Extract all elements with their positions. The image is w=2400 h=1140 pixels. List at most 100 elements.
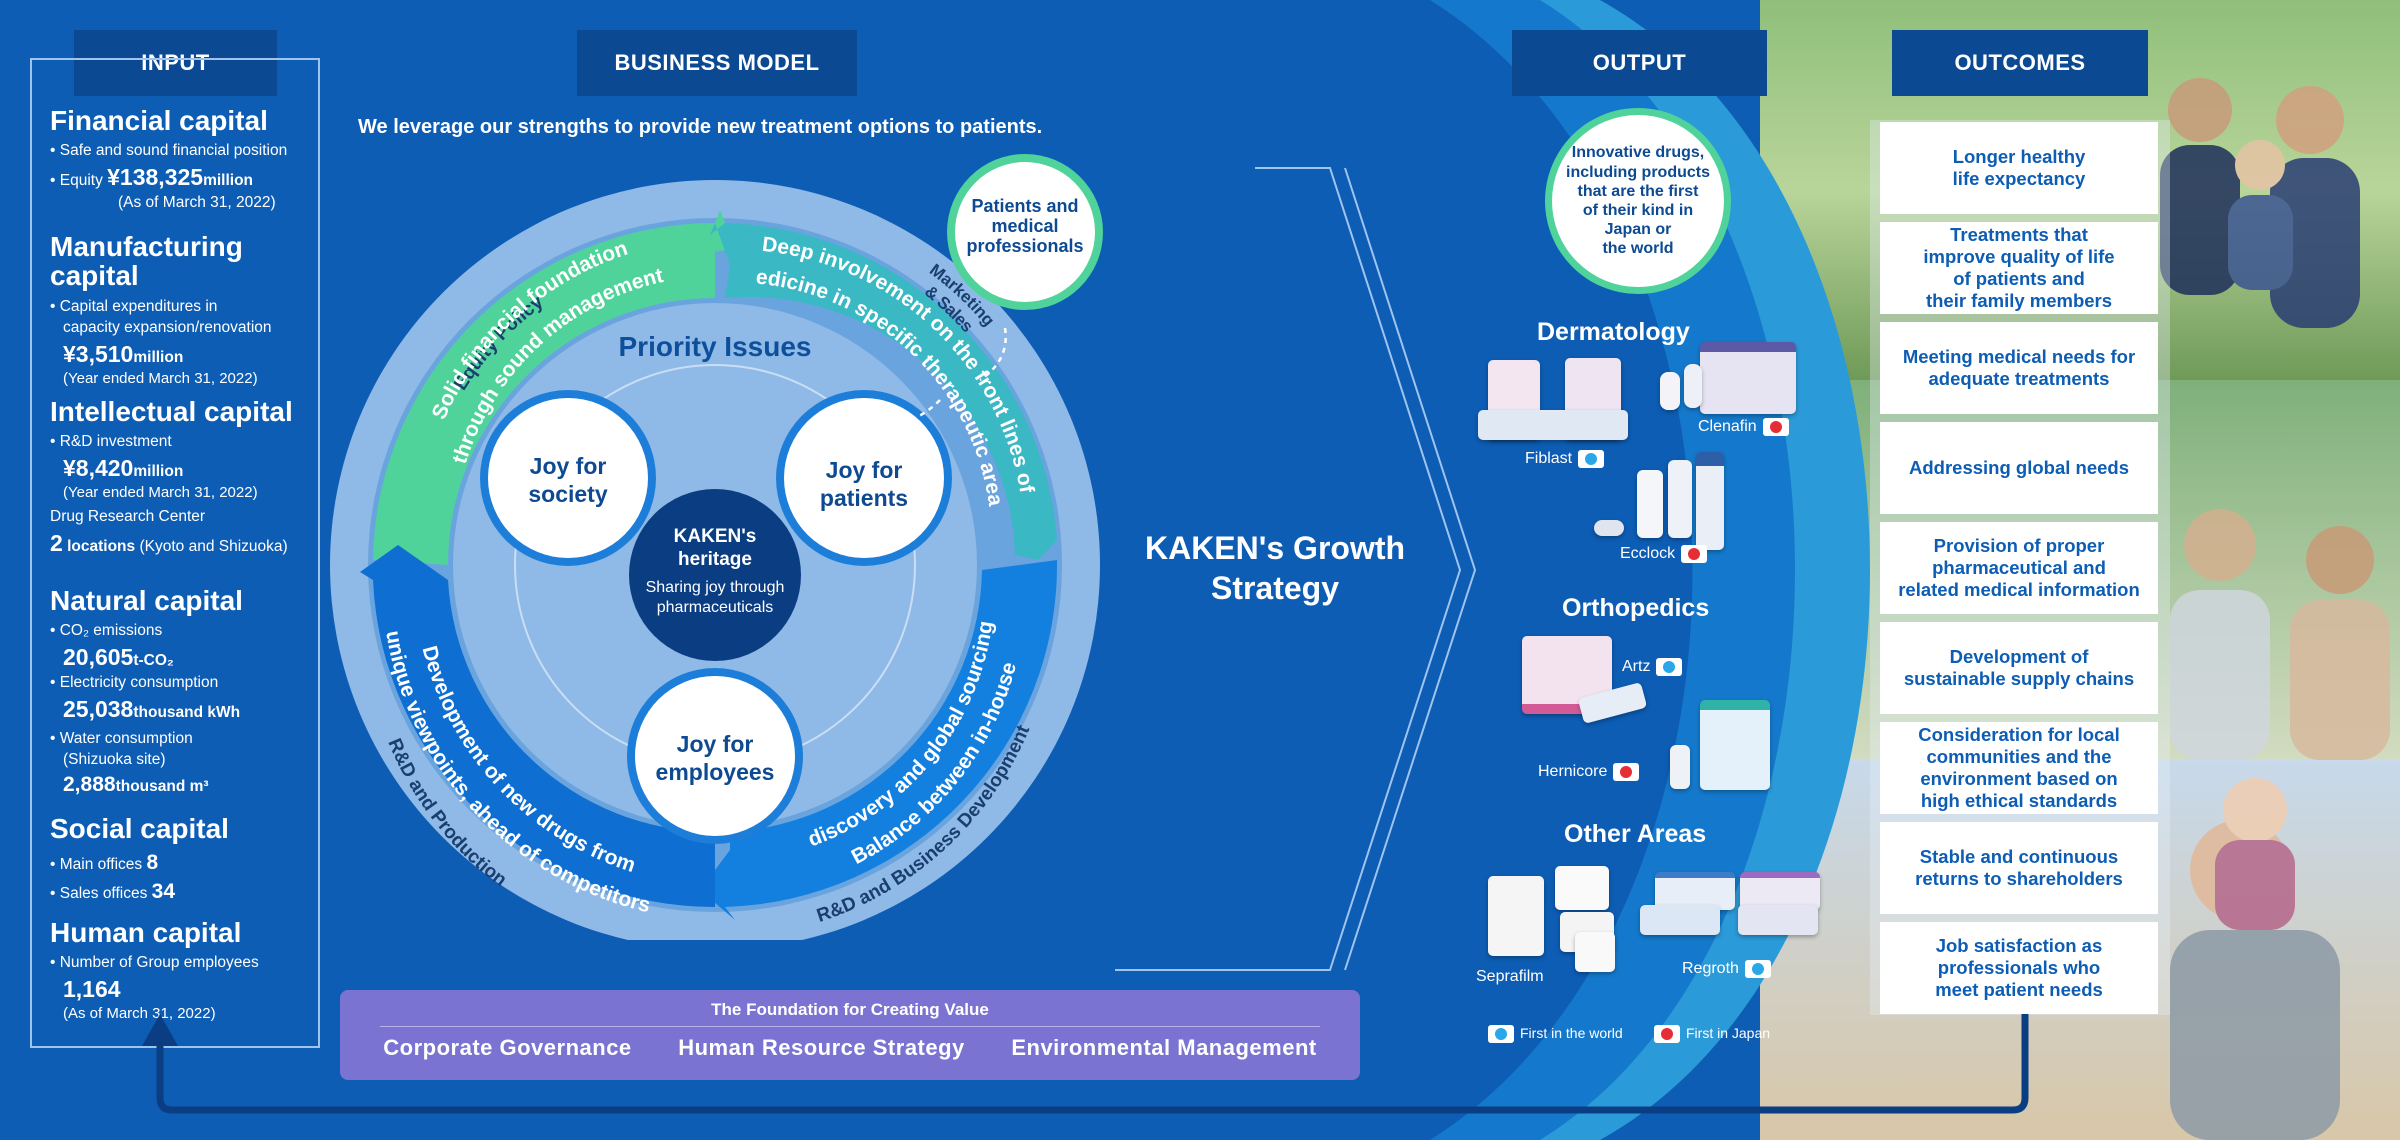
electricity-unit: thousand kWh xyxy=(133,704,241,722)
outcome-5-line3: related medical information xyxy=(1898,578,2140,600)
manufacturing-value-line: ¥3,510million xyxy=(50,339,320,370)
co2-value: 20,605 xyxy=(63,644,134,671)
regroth-name: Regroth xyxy=(1682,960,1739,978)
locations-value: 2 xyxy=(50,530,63,557)
fiblast-label: Fiblast xyxy=(1525,450,1605,468)
outcome-9-line2: professionals who xyxy=(1937,957,2101,979)
outcome-2-line4: their family members xyxy=(1925,289,2113,311)
joy-patients-line2: patients xyxy=(820,485,908,511)
outcome-6-line2: sustainable supply chains xyxy=(1903,668,2135,689)
artz-label: Artz xyxy=(1622,658,1683,676)
regroth-package-1 xyxy=(1655,872,1735,910)
seprafilm-sheet-1 xyxy=(1555,866,1609,910)
natural-capital: Natural capital CO₂ emissions 20,605t-CO… xyxy=(50,586,320,800)
equity-label: Equity xyxy=(59,172,103,190)
artz-name: Artz xyxy=(1622,658,1651,676)
foundation-items: Corporate Governance Human Resource Stra… xyxy=(340,1027,1360,1061)
japan-flag-icon xyxy=(1681,545,1708,563)
world-flag-icon xyxy=(1656,658,1683,676)
regroth-syringe-1 xyxy=(1640,905,1720,935)
water-unit: thousand m³ xyxy=(115,778,209,796)
foundation-human-resource: Human Resource Strategy xyxy=(678,1035,965,1060)
japan-flag-icon xyxy=(1654,1025,1680,1044)
photo-people-silhouettes xyxy=(2160,78,2390,1140)
intellectual-unit: million xyxy=(133,463,184,481)
equity-line: Equity ¥138,325million xyxy=(50,162,320,193)
co2-line: 20,605t-CO₂ xyxy=(50,642,320,673)
heritage-sub-2: pharmaceuticals xyxy=(657,599,774,616)
heritage-sub-1: Sharing joy through xyxy=(646,579,785,596)
clenafin-name: Clenafin xyxy=(1698,418,1757,436)
foundation-box: The Foundation for Creating Value Corpor… xyxy=(340,990,1360,1080)
outcome-8-line2: returns to shareholders xyxy=(1915,868,2123,889)
joy-employees-circle: Joy for employees xyxy=(627,668,803,844)
water-label: Water consumption xyxy=(50,729,320,750)
seprafilm-label: Seprafilm xyxy=(1476,968,1544,985)
main-offices-label: Main offices xyxy=(59,856,143,874)
manufacturing-note: (Year ended March 31, 2022) xyxy=(63,369,258,387)
innovative-line1: Innovative drugs, xyxy=(1571,144,1705,162)
employees-value: 1,164 xyxy=(63,976,121,1003)
ecclock-bottle-2 xyxy=(1668,460,1692,538)
green-arrow-segment xyxy=(373,210,725,565)
regroth-package-2 xyxy=(1740,872,1820,910)
output-header: OUTPUT xyxy=(1512,30,1767,96)
joy-society-line1: Joy for xyxy=(530,453,607,479)
water-value: 2,888 xyxy=(63,773,116,797)
feedback-arrow xyxy=(142,1010,2029,1114)
outcome-7-line3: environment based on xyxy=(1920,768,2118,789)
blue-arrow-segment-left xyxy=(360,545,715,908)
main-offices-line: Main offices 8 xyxy=(50,849,320,877)
sales-offices-line: Sales offices 34 xyxy=(50,878,320,906)
business-model-header: BUSINESS MODEL xyxy=(577,30,857,96)
blue-arrow-segment-right xyxy=(700,560,1058,920)
regroth-syringe-2 xyxy=(1738,905,1818,935)
innovative-line6: the world xyxy=(1602,240,1674,258)
world-flag-icon xyxy=(1578,450,1605,468)
clenafin-bottle-2 xyxy=(1684,364,1702,408)
outcome-9-line1: Job satisfaction as xyxy=(1935,935,2103,957)
manufacturing-line1: Capital expenditures in xyxy=(50,297,320,318)
growth-strategy-text: KAKEN's Growth Strategy xyxy=(1130,528,1420,608)
foundation-title: The Foundation for Creating Value xyxy=(711,1000,989,1019)
locations-note: (Kyoto and Shizuoka) xyxy=(139,538,288,556)
intellectual-value: ¥8,420 xyxy=(63,455,134,482)
intellectual-value-line: ¥8,420million xyxy=(50,453,320,484)
foundation-governance: Corporate Governance xyxy=(383,1035,632,1060)
outcome-2-line3: of patients and xyxy=(1953,268,2085,289)
ecclock-bottle-1 xyxy=(1637,470,1663,538)
outcome-8-line1: Stable and continuous xyxy=(1919,846,2119,868)
financial-capital-title: Financial capital xyxy=(50,105,268,136)
japan-flag-icon xyxy=(1613,763,1640,781)
hernicore-label: Hernicore xyxy=(1538,763,1640,781)
legend-world-text: First in the world xyxy=(1520,1025,1623,1041)
intellectual-capital-title: Intellectual capital xyxy=(50,396,293,427)
ecclock-name: Ecclock xyxy=(1620,545,1676,563)
outcome-7-line2: communities and the xyxy=(1926,746,2112,768)
dermatology-heading: Dermatology xyxy=(1537,318,1690,346)
locations-unit: locations xyxy=(67,538,136,556)
input-header: INPUT xyxy=(74,30,277,96)
innovative-line2: including products xyxy=(1566,163,1710,181)
outcome-4: Addressing global needs xyxy=(1880,422,2158,514)
employees-label: Number of Group employees xyxy=(50,953,320,974)
manufacturing-value: ¥3,510 xyxy=(63,340,134,367)
main-offices-value: 8 xyxy=(146,851,159,875)
financial-line: Safe and sound financial position xyxy=(50,141,320,162)
outcome-9-line3: meet patient needs xyxy=(1935,978,2103,1000)
fiblast-vials xyxy=(1478,410,1628,440)
innovative-line3: that are the first xyxy=(1577,182,1699,200)
joy-employees-line2: employees xyxy=(656,759,775,785)
orthopedics-heading: Orthopedics xyxy=(1562,594,1710,622)
priority-issues-title: Priority Issues xyxy=(619,331,812,362)
outcomes-header: OUTCOMES xyxy=(1892,30,2148,96)
equity-value: ¥138,325 xyxy=(107,164,204,191)
employees-line: 1,164 xyxy=(50,974,320,1005)
locations-line: 2 locations (Kyoto and Shizuoka) xyxy=(50,528,320,559)
joy-patients-circle: Joy for patients xyxy=(776,390,952,566)
regroth-label: Regroth xyxy=(1682,960,1771,978)
